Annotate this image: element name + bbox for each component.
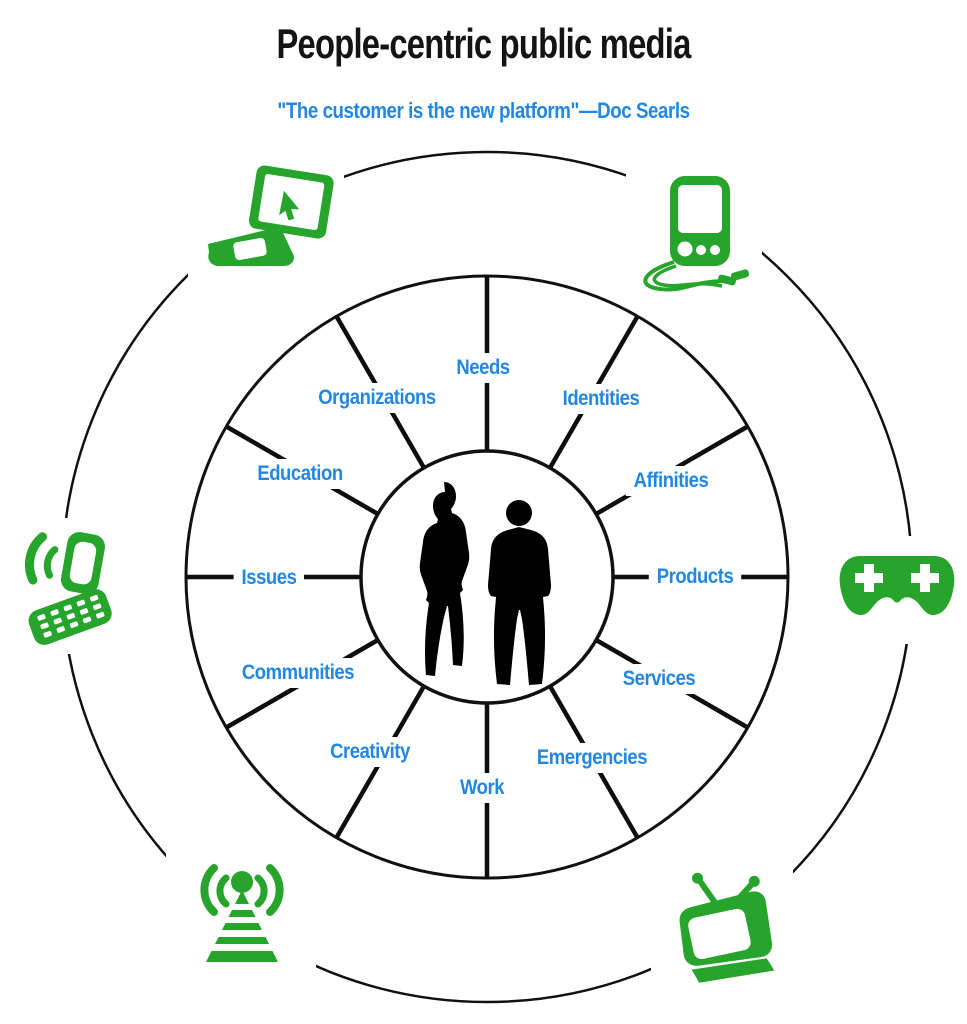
woman-silhouette-icon [419, 482, 470, 676]
sector-label-education: Education [249, 459, 351, 489]
sector-label-products: Products [648, 562, 742, 592]
game-controller-icon [824, 536, 964, 644]
media-player-icon [626, 166, 762, 302]
sector-label-identities: Identities [554, 384, 648, 414]
page-subtitle: "The customer is the new platform"—Doc S… [277, 98, 690, 123]
people-silhouette-icon [419, 482, 551, 685]
page-title: People-centric public media [276, 20, 691, 67]
man-silhouette-icon [506, 500, 532, 526]
signal-wave-icon [254, 874, 268, 908]
cursor-arrow-icon [279, 190, 300, 221]
sector-label-communities: Communities [233, 658, 363, 688]
inner-circle [359, 449, 615, 705]
sector-label-organizations: Organizations [310, 383, 444, 413]
mobile-phone-icon [4, 518, 134, 654]
middle-circle [184, 274, 790, 880]
dpad-icon [911, 564, 939, 592]
signal-wave-icon [24, 532, 47, 585]
signal-wave-icon [266, 864, 284, 916]
sector-label-creativity: Creativity [322, 737, 418, 767]
signal-wave-icon [216, 874, 230, 908]
laptop-icon [188, 154, 344, 290]
keypad [37, 594, 105, 638]
sector-label-services: Services [614, 664, 704, 694]
broadcast-tower-icon [166, 854, 316, 978]
tv-icon [651, 852, 793, 994]
sector-label-needs: Needs [448, 353, 518, 383]
sector-label-emergencies: Emergencies [528, 743, 656, 773]
earbud-icon [730, 269, 750, 281]
sector-label-issues: Issues [233, 563, 305, 593]
sector-label-affinities: Affinities [625, 466, 717, 496]
man-silhouette-icon [488, 527, 551, 685]
signal-wave-icon [43, 546, 59, 579]
dpad-icon [855, 564, 883, 592]
sector-label-work: Work [452, 773, 512, 803]
signal-wave-icon [200, 864, 218, 916]
